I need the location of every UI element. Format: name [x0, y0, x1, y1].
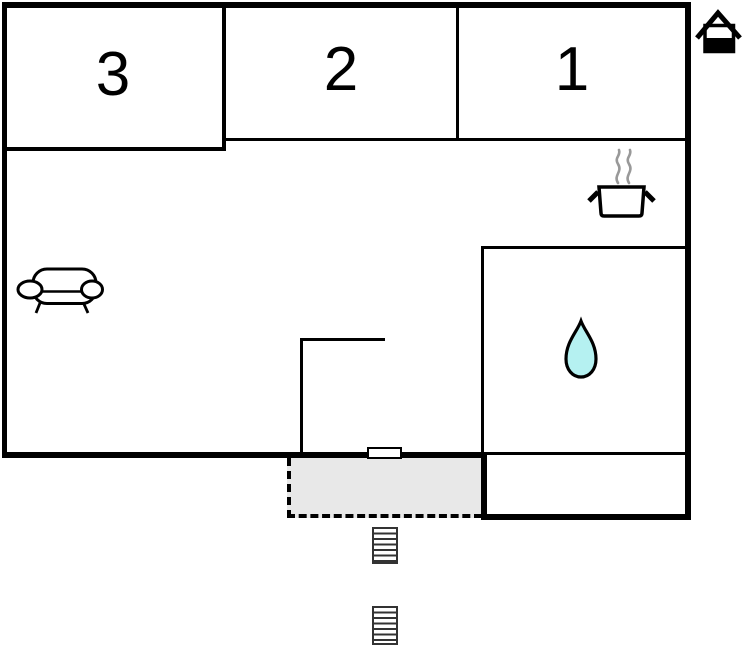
water-drop-icon [560, 315, 610, 385]
room-2: 2 [226, 2, 456, 138]
wall-room2-room1 [456, 2, 459, 141]
wall-bathroom-left [481, 246, 484, 455]
room-3-label: 3 [95, 40, 131, 109]
room-2-label: 2 [323, 35, 359, 104]
wall-room3-bottom [2, 147, 226, 151]
terrace-area [287, 458, 482, 518]
house-icon [694, 6, 744, 54]
wall-interior-vertical [300, 338, 303, 454]
outer-wall-top [2, 2, 691, 8]
outer-wall-left [2, 2, 7, 458]
stairs-icon [372, 527, 398, 564]
wall-room2-room1-bottom [222, 138, 688, 141]
wall-interior-horizontal [300, 338, 385, 341]
outer-wall-right [685, 2, 691, 520]
wall-bathroom-bottom [481, 452, 688, 455]
outer-wall-bottom [2, 452, 486, 458]
wall-extension-bottom [481, 514, 691, 520]
stairs-icon [372, 606, 398, 645]
wall-extension-left [481, 452, 487, 520]
steam-pot-icon [585, 145, 665, 225]
room-1-label: 1 [554, 35, 590, 104]
room-3: 3 [2, 2, 224, 148]
wall-room3-room2 [222, 2, 226, 151]
entrance-door [367, 447, 402, 459]
wall-bathroom-top [481, 246, 688, 249]
room-1: 1 [459, 2, 685, 138]
sofa-icon [15, 260, 115, 322]
